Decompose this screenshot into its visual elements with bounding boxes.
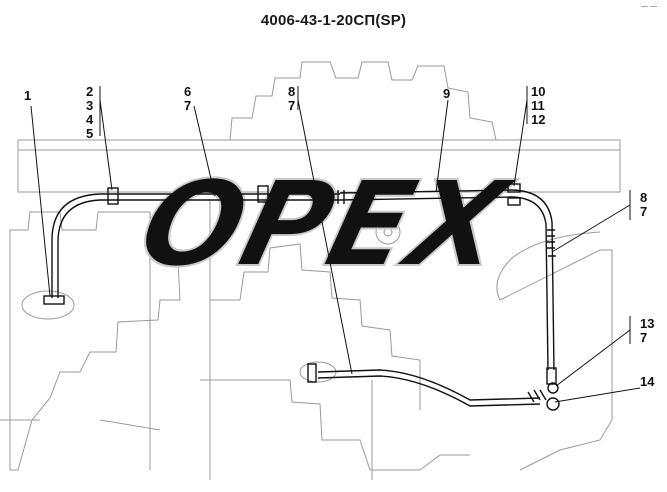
pipe-assembly bbox=[43, 183, 560, 411]
callout-4-line-1: 8 bbox=[288, 84, 295, 99]
leader-8 bbox=[297, 99, 353, 375]
right-fitting bbox=[546, 367, 557, 385]
leader-9 bbox=[435, 99, 449, 193]
watermark: OPEX bbox=[127, 157, 525, 294]
callout-7-line-2: 7 bbox=[640, 204, 647, 219]
corner-mark: — — bbox=[641, 3, 657, 10]
engine-block bbox=[209, 200, 421, 480]
leader-6 bbox=[193, 105, 216, 197]
lower-eye-fitting bbox=[546, 397, 560, 411]
callout-7-line-1: 8 bbox=[640, 190, 647, 205]
callout-8-line-1: 13 bbox=[640, 316, 654, 331]
lower-hose-braid bbox=[527, 389, 547, 403]
leader-10 bbox=[513, 99, 528, 187]
coupling-mid bbox=[337, 190, 345, 204]
leader-lines bbox=[30, 86, 641, 403]
callout-2-line-2: 3 bbox=[86, 98, 93, 113]
clamp-12 bbox=[507, 197, 521, 206]
leader-1 bbox=[30, 105, 51, 297]
lower-diagonal-pipe bbox=[317, 369, 541, 401]
center-pulley-hub bbox=[383, 227, 393, 237]
right-eye-fitting bbox=[547, 382, 559, 394]
lower-left-fitting bbox=[307, 363, 317, 383]
leader-2 bbox=[99, 99, 113, 191]
left-bottom-fitting bbox=[43, 295, 65, 305]
callout-2-line-4: 5 bbox=[86, 126, 93, 141]
callout-3-line-2: 7 bbox=[184, 98, 191, 113]
clamp-2 bbox=[107, 187, 119, 205]
pipe-top-right-inner bbox=[339, 196, 549, 371]
callout-6-line-2: 11 bbox=[531, 98, 545, 113]
callout-3-line-1: 6 bbox=[184, 84, 191, 99]
callout-2-line-3: 4 bbox=[86, 112, 94, 127]
right-hose-braid bbox=[547, 229, 556, 257]
callout-8-line-2: 7 bbox=[640, 330, 647, 345]
bg-line-3 bbox=[99, 419, 161, 431]
pipe-top-right bbox=[339, 189, 555, 371]
drawing-title: 4006-43-1-20СП(SP) bbox=[260, 12, 407, 29]
pipe-left-bend-inner bbox=[57, 199, 340, 298]
right-housing-arc bbox=[496, 231, 601, 301]
leader-8r bbox=[551, 204, 631, 253]
left-round-part bbox=[21, 290, 75, 320]
crank-case bbox=[200, 379, 470, 471]
callout-5: 9 bbox=[443, 86, 450, 101]
lower-diagonal-pipe-2 bbox=[317, 375, 541, 407]
leader-13 bbox=[555, 329, 631, 387]
callout-4-line-2: 7 bbox=[288, 98, 295, 113]
callout-2-line-1: 2 bbox=[86, 84, 93, 99]
callout-9: 14 bbox=[640, 374, 655, 389]
frame-rail bbox=[17, 139, 621, 193]
leader-14 bbox=[554, 387, 641, 403]
clamp-6 bbox=[257, 185, 269, 203]
callout-labels: 1 2 3 4 5 6 7 8 7 9 10 11 12 8 7 13 7 14 bbox=[24, 84, 655, 389]
center-pulley bbox=[375, 219, 401, 245]
callout-6-line-3: 12 bbox=[531, 112, 545, 127]
callout-6-line-1: 10 bbox=[531, 84, 545, 99]
gear-silhouette bbox=[205, 61, 560, 141]
callout-1: 1 bbox=[24, 88, 31, 103]
pipe-left-bend bbox=[51, 193, 340, 298]
right-housing bbox=[499, 249, 613, 471]
